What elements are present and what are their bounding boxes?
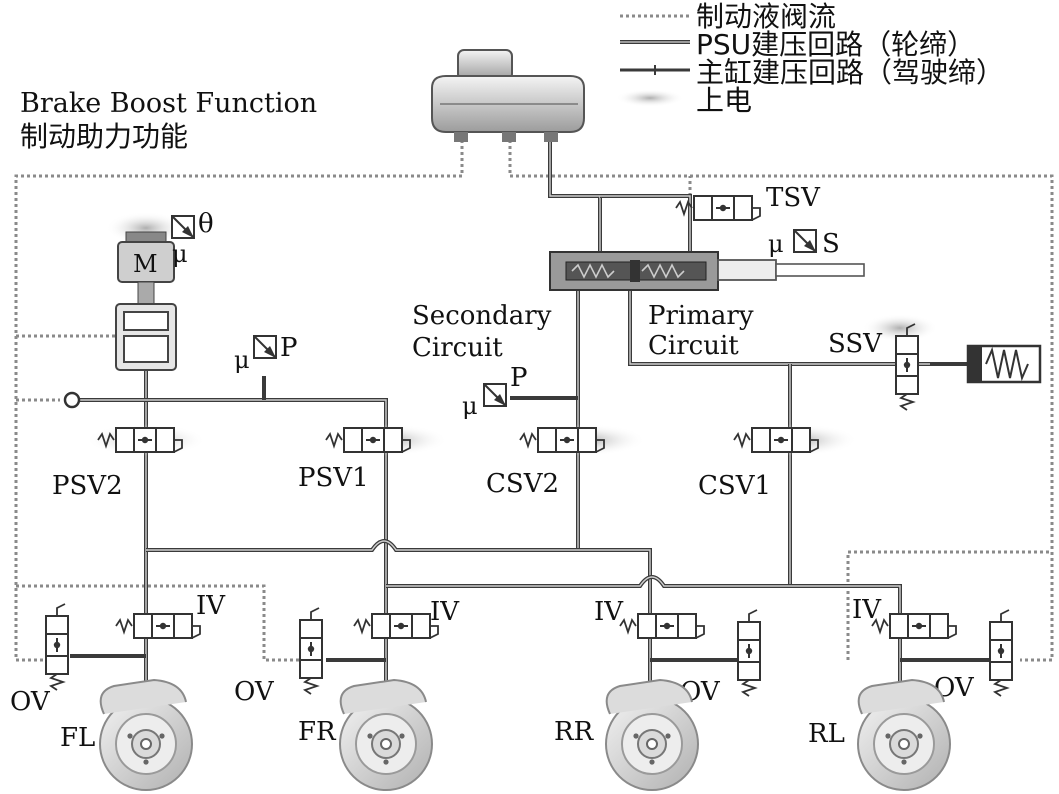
ssv-valve (895, 323, 919, 411)
wheel-disc-fl (99, 679, 193, 791)
stroke-sensor-mu: μ (768, 230, 784, 258)
primary-circuit-label-2: Circuit (648, 331, 739, 361)
legend-glow-swatch (616, 89, 684, 107)
ov-valve-rl (989, 609, 1013, 697)
ov-valve-fl (45, 603, 69, 691)
ssv-label: SSV (828, 329, 883, 359)
csv2-label: CSV2 (486, 469, 559, 499)
motor-angle-sensor (171, 215, 195, 239)
master-cylinder (549, 251, 865, 291)
title-english: Brake Boost Function (20, 88, 317, 119)
stroke-sensor-s: S (822, 229, 840, 259)
wheel-label-rl: RL (808, 719, 845, 749)
psu-pressure-sensor (253, 335, 277, 359)
wheel-label-rr: RR (554, 717, 595, 747)
hydraulic-pipes (63, 142, 994, 700)
psu-sensor-mu: μ (234, 346, 250, 374)
psu-sensor-p: P (280, 333, 298, 363)
return-lines (14, 140, 1054, 662)
legend-label-master: 主缸建压回路（驾驶缔） (696, 56, 1004, 89)
tsv-label: TSV (766, 183, 821, 213)
ov-valve-fr (299, 607, 323, 695)
circuit-sensor-mu: μ (462, 392, 478, 420)
wheel-label-fr: FR (298, 717, 337, 747)
secondary-circuit-label-1: Secondary (412, 301, 552, 331)
legend-label-psu: PSU建压回路（轮缔） (696, 28, 975, 61)
motor-label: M (133, 250, 158, 278)
ov-label-fr: OV (234, 677, 275, 707)
psv2-label: PSV2 (52, 471, 123, 501)
wheel-disc-fr (339, 679, 433, 791)
wheel-disc-rr (605, 679, 699, 791)
motor-sensor-theta: θ (198, 209, 214, 239)
ssv-power-glow (862, 314, 938, 342)
iv-label-fl: IV (196, 591, 226, 621)
iv-valve-fr (353, 613, 439, 639)
ov-label-fl: OV (10, 687, 51, 717)
iv-valve-fl (115, 613, 201, 639)
legend-ticked-line (620, 65, 690, 75)
psu-motor-unit: M (106, 212, 186, 371)
pedal-simulator (966, 344, 1042, 384)
fluid-reservoir (431, 49, 585, 142)
iv-label-rr: IV (594, 597, 624, 627)
wheel-disc-rl (857, 679, 951, 791)
secondary-circuit-label-2: Circuit (412, 333, 503, 363)
iv-valve-rr (619, 613, 705, 639)
psv1-label: PSV1 (298, 463, 369, 493)
iv-label-fr: IV (430, 597, 460, 627)
circuit-pressure-sensor (483, 383, 507, 407)
title-chinese: 制动助力功能 (20, 120, 188, 153)
primary-circuit-label-1: Primary (648, 301, 754, 331)
pedal-stroke-sensor (793, 229, 817, 253)
wheel-label-fl: FL (60, 723, 95, 753)
iv-label-rl: IV (852, 595, 882, 625)
legend-label-flow: 制动液阀流 (696, 0, 836, 33)
ov-valve-rr (737, 609, 761, 697)
legend: 制动液阀流 PSU建压回路（轮缔） 主缸建压回路（驾驶缔） 上电 (616, 0, 1004, 117)
csv1-label: CSV1 (698, 471, 771, 501)
circuit-sensor-p: P (510, 363, 528, 393)
legend-label-power: 上电 (696, 84, 752, 117)
motor-sensor-mu: μ (172, 240, 188, 268)
iv-valve-rl (871, 613, 957, 639)
